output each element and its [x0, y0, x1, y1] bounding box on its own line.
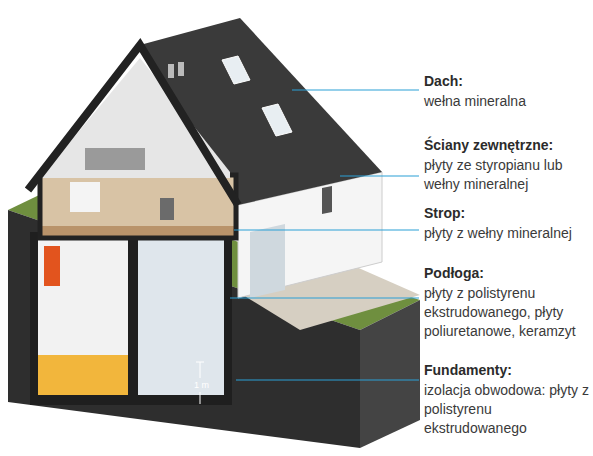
leader-line [234, 229, 419, 230]
chimney [168, 64, 174, 78]
dimension-line [200, 362, 201, 378]
attic-room [40, 58, 230, 178]
skylight [262, 104, 292, 136]
soil-side [360, 300, 420, 448]
label-heading: Podłoga: [424, 264, 589, 283]
roof-section [28, 45, 238, 205]
label-text: płyty z wełny mineralnej [424, 224, 589, 243]
label-text: wełna mineralna [424, 92, 589, 111]
window [322, 186, 332, 214]
label-heading: Strop: [424, 204, 589, 223]
boiler-room [38, 240, 128, 395]
chair [160, 198, 174, 220]
skylight [222, 56, 250, 84]
dimension-label: 1 m [194, 380, 209, 391]
chimney [178, 62, 184, 76]
basement-section [30, 232, 232, 405]
label-heading: Dach: [424, 72, 589, 91]
label-heading: Fundamenty: [424, 361, 589, 380]
dimension-tick [196, 362, 204, 363]
bed [85, 148, 145, 170]
ground-floor-room [40, 175, 236, 238]
label-text: płyty ze styropianu lub wełny mineralnej [424, 156, 589, 194]
doorway [70, 182, 100, 212]
basement-room [138, 240, 224, 395]
terrace-window [250, 224, 285, 298]
label-text: płyty z polistyrenu ekstrudowanego, płyt… [424, 284, 589, 341]
leader-line [340, 175, 419, 176]
leader-line [230, 297, 419, 298]
leader-line [292, 89, 419, 90]
boiler [44, 246, 60, 286]
boiler-room-floor [38, 355, 128, 395]
label-heading: Ściany zewnętrzne: [424, 136, 589, 155]
leader-line [236, 379, 419, 380]
wall-section [40, 175, 236, 238]
dimension-line [200, 392, 201, 404]
label-text: izolacja obwodowa: płyty z polistyrenu e… [424, 381, 589, 438]
